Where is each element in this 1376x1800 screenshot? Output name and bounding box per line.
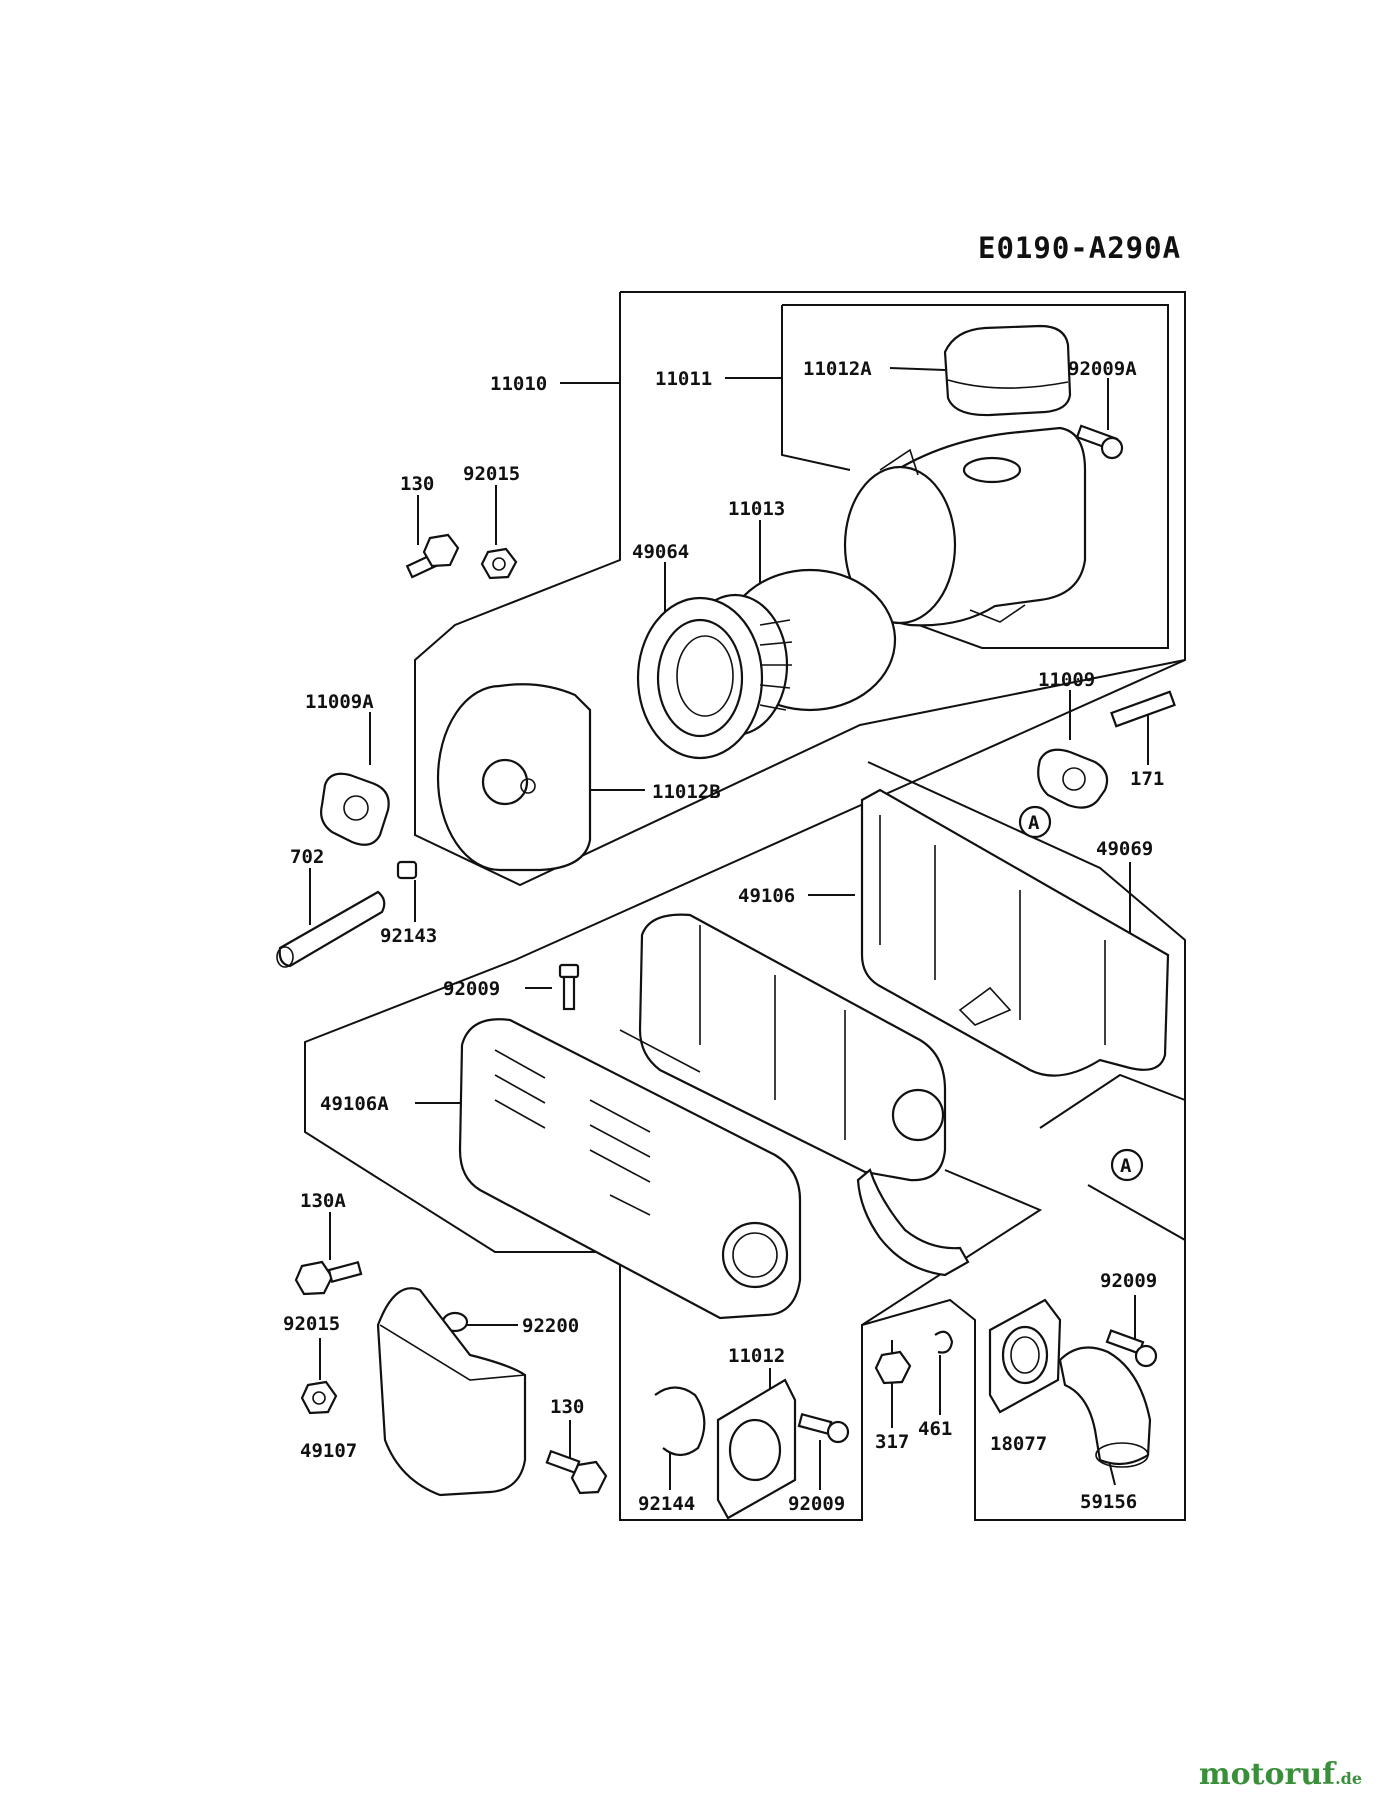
label-11011: 11011 bbox=[655, 368, 712, 390]
filter-element-49064 bbox=[636, 596, 793, 760]
diagram-code: E0190-A290A bbox=[978, 231, 1181, 265]
bolt-130-top bbox=[405, 533, 460, 579]
part-92143 bbox=[396, 860, 418, 880]
label-92200: 92200 bbox=[522, 1315, 579, 1337]
label-92009A: 92009A bbox=[1068, 358, 1137, 380]
label-11010: 11010 bbox=[490, 373, 547, 395]
label-461: 461 bbox=[918, 1418, 952, 1440]
gasket-11009A bbox=[320, 772, 390, 846]
label-171: 171 bbox=[1130, 768, 1164, 790]
label-11012B: 11012B bbox=[652, 781, 721, 803]
label-702: 702 bbox=[290, 846, 324, 868]
label-11009A: 11009A bbox=[305, 691, 374, 713]
label-11012A: 11012A bbox=[803, 358, 872, 380]
label-92144: 92144 bbox=[638, 1493, 695, 1515]
nut-92015-top bbox=[480, 547, 518, 580]
clamp-92144 bbox=[654, 1386, 706, 1457]
label-92009-mid: 92009 bbox=[443, 978, 500, 1000]
cover-49106A bbox=[458, 1018, 802, 1320]
bolt-92009-mid bbox=[558, 963, 580, 1011]
screw-92009-right bbox=[1105, 1329, 1158, 1368]
screw-92009A bbox=[1075, 424, 1124, 460]
label-18077: 18077 bbox=[990, 1433, 1047, 1455]
label-92009-bottom: 92009 bbox=[788, 1493, 845, 1515]
svg-text:A: A bbox=[1120, 1155, 1132, 1177]
elbow-59156 bbox=[1058, 1346, 1152, 1468]
label-130-bottom: 130 bbox=[550, 1396, 584, 1418]
base-11012B bbox=[436, 683, 592, 872]
clip-461 bbox=[934, 1330, 954, 1354]
label-49107: 49107 bbox=[300, 1440, 357, 1462]
assembly-outline-muffler bbox=[861, 761, 1186, 1326]
watermark-logo: motoruf.de bbox=[1198, 1757, 1362, 1792]
shield-49069 bbox=[860, 788, 1170, 1077]
nut-317 bbox=[874, 1350, 912, 1385]
assembly-outline-11011 bbox=[781, 304, 1169, 649]
label-49106: 49106 bbox=[738, 885, 795, 907]
pipe-702 bbox=[276, 890, 386, 968]
stud-171 bbox=[1110, 690, 1176, 728]
ref-marker-a-lower: A bbox=[1110, 1148, 1144, 1182]
part-18077 bbox=[988, 1298, 1062, 1414]
guard-49107 bbox=[376, 1287, 527, 1497]
label-317: 317 bbox=[875, 1431, 909, 1453]
label-130-top: 130 bbox=[400, 473, 434, 495]
label-92143: 92143 bbox=[380, 925, 437, 947]
label-11009: 11009 bbox=[1038, 669, 1095, 691]
label-59156: 59156 bbox=[1080, 1491, 1137, 1513]
label-92009-right: 92009 bbox=[1100, 1270, 1157, 1292]
flange-11012 bbox=[716, 1378, 797, 1520]
label-11012: 11012 bbox=[728, 1345, 785, 1367]
nut-92015-bottom bbox=[300, 1380, 338, 1415]
label-92015-bottom: 92015 bbox=[283, 1313, 340, 1335]
label-92015-top: 92015 bbox=[463, 463, 520, 485]
ref-marker-a-upper: A bbox=[1018, 805, 1052, 839]
gasket-11009 bbox=[1037, 748, 1109, 809]
bolt-130-bottom bbox=[545, 1449, 608, 1495]
label-49069: 49069 bbox=[1096, 838, 1153, 860]
label-130A: 130A bbox=[300, 1190, 346, 1212]
label-49064: 49064 bbox=[632, 541, 689, 563]
cover-11011 bbox=[843, 426, 1087, 627]
label-49106A: 49106A bbox=[320, 1093, 389, 1115]
bolt-92009-bottom bbox=[797, 1412, 850, 1444]
svg-text:A: A bbox=[1028, 812, 1040, 834]
cap-11012A bbox=[943, 324, 1072, 417]
assembly-outline-11010 bbox=[304, 291, 1186, 1521]
bolt-130A bbox=[294, 1260, 363, 1296]
muffler-49106 bbox=[638, 913, 970, 1277]
label-11013: 11013 bbox=[728, 498, 785, 520]
part-labels: 11010 11011 11012A 92009A 130 92015 1101… bbox=[283, 358, 1164, 1515]
